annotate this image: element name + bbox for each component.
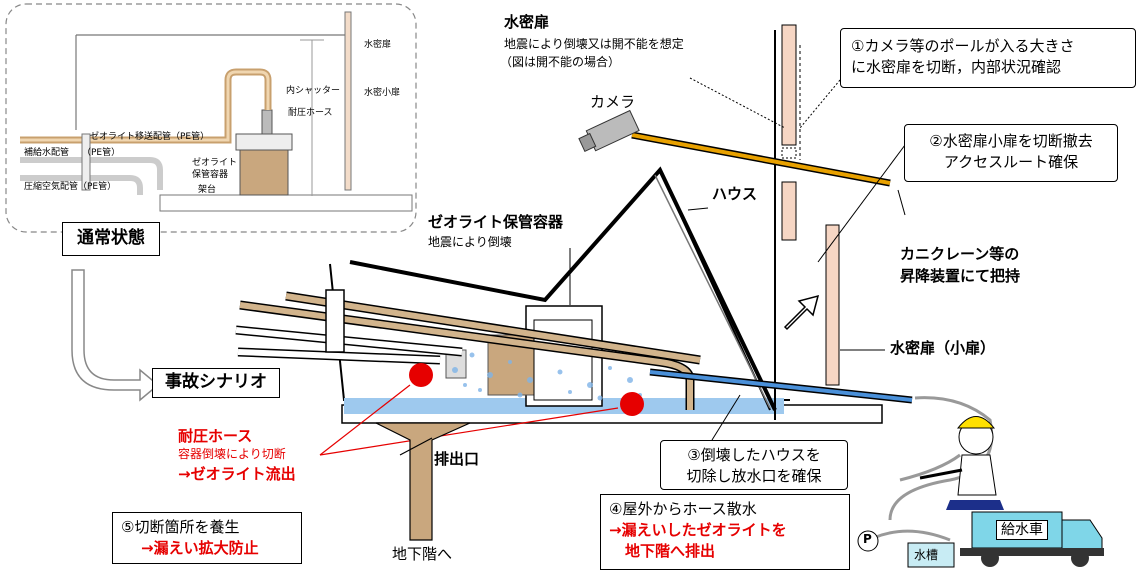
cut-point-1 xyxy=(409,363,433,387)
water-truck-label: 給水車 xyxy=(996,520,1048,541)
building xyxy=(329,30,883,424)
step4-line1: ④屋外からホース散水 xyxy=(609,500,757,518)
hose-title: 耐圧ホース xyxy=(178,427,253,445)
step5-line1: ⑤切断箇所を養生 xyxy=(121,518,240,536)
camera-label: カメラ xyxy=(590,93,636,111)
inset-container-label-2: 保管容器 xyxy=(192,170,229,180)
small-door xyxy=(825,224,840,386)
pump-label: P xyxy=(863,532,872,546)
inset-drawing xyxy=(20,11,413,212)
step4-callout: ④屋外からホース散水 →漏えいしたゼオライトを 地下階へ排出 xyxy=(600,494,850,570)
hose-result: →ゼオライト流出 xyxy=(178,465,296,483)
house-label: ハウス xyxy=(712,185,758,203)
inset-inner-shutter-label: 内シャッター xyxy=(286,86,341,96)
drain-outlet xyxy=(375,422,471,541)
lift-arrow xyxy=(783,294,820,331)
hose-desc: 容器倒壊により切断 xyxy=(178,447,286,461)
inset-rack-label: 架台 xyxy=(198,185,217,195)
inset-door-label: 水密扉 xyxy=(364,40,392,50)
spray-splash xyxy=(452,352,642,401)
inset-pressure-hose-label: 耐圧ホース xyxy=(288,108,333,118)
door-desc-1: 地震により倒壊又は開不能を想定 xyxy=(504,37,684,51)
crane-label-2: 昇降装置にて把持 xyxy=(900,267,1021,285)
zeolite-container-title: ゼオライト保管容器 xyxy=(428,213,564,231)
water-tank xyxy=(907,542,955,568)
door-title: 水密扉 xyxy=(504,13,550,31)
watertight-door xyxy=(781,24,801,241)
camera-pole xyxy=(578,109,891,187)
water-tank-label: 水槽 xyxy=(914,548,939,562)
inset-frame xyxy=(5,3,417,233)
step2-callout: ②水密扉小扉を切断撤去 アクセスルート確保 xyxy=(904,124,1118,182)
pipes xyxy=(235,289,701,410)
inset-air-pipe-label: 圧縮空気配管（PE管） xyxy=(24,182,117,192)
inset-zeolite-pipe-label: ゼオライト移送配管（PE管） xyxy=(90,132,210,142)
accident-scenario-title: 事故シナリオ xyxy=(152,368,280,398)
step2-line2: アクセスルート確保 xyxy=(943,153,1079,171)
step5-line2: →漏えい拡大防止 xyxy=(141,539,259,557)
cut-point-2 xyxy=(620,392,644,416)
inset-supply-pipe-pe-label: （PE管） xyxy=(82,148,121,158)
inset-supply-pipe-label: 補給水配管 xyxy=(24,148,70,158)
pump xyxy=(857,530,879,552)
inset-small-door-label: 水密小扉 xyxy=(364,88,401,98)
step3-line2: 切除し放水口を確保 xyxy=(686,467,822,485)
house-outline xyxy=(349,166,777,411)
worker xyxy=(919,416,1004,510)
inset-container-label-1: ゼオライト xyxy=(192,158,238,168)
basement-label: 地下階へ xyxy=(392,545,453,563)
step1-callout: ①カメラ等のポールが入る大きさ に水密扉を切断，内部状況確認 xyxy=(840,28,1136,88)
step4-line3: 地下階へ排出 xyxy=(625,542,716,560)
step1-line2: に水密扉を切断，内部状況確認 xyxy=(851,58,1062,76)
step3-line1: ③倒壊したハウスを xyxy=(687,446,821,464)
step5-callout: ⑤切断箇所を養生 →漏えい拡大防止 xyxy=(112,512,302,564)
small-door-label: 水密扉（小扉） xyxy=(890,339,996,357)
step2-line1: ②水密扉小扉を切断撤去 xyxy=(929,132,1093,150)
door-desc-2: （図は開不能の場合） xyxy=(500,55,621,69)
outlet-label: 排出口 xyxy=(434,450,480,468)
step4-line2: →漏えいしたゼオライトを xyxy=(609,521,787,539)
zeolite-container-desc: 地震により倒壊 xyxy=(428,235,512,249)
flow-arrow xyxy=(71,269,160,402)
step3-callout: ③倒壊したハウスを 切除し放水口を確保 xyxy=(660,440,848,490)
normal-state-title: 通常状態 xyxy=(62,222,160,256)
crane-label-1: カニクレーン等の xyxy=(900,245,1020,263)
step1-line1: ①カメラ等のポールが入る大きさ xyxy=(851,37,1075,55)
